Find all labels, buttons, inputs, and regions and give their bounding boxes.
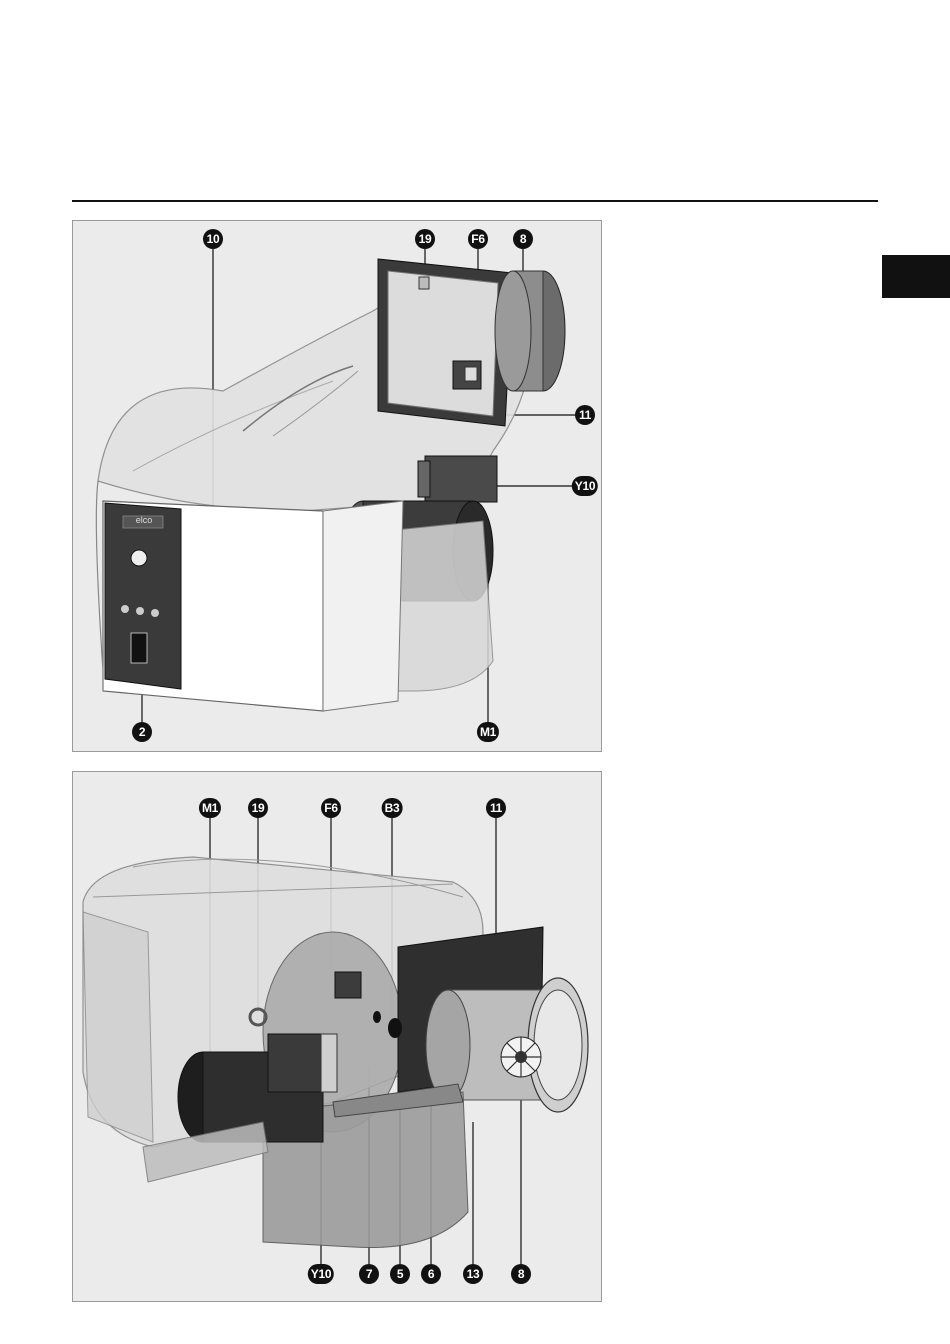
burner-rear-view-figure: M1 19 F6 B3 11 Y10 7 5 6 13 8 [72, 771, 602, 1302]
burner-front-view-figure: elco 10 19 F6 8 11 Y10 2 M1 [72, 220, 602, 752]
callout-6: 6 [421, 1264, 441, 1284]
callout-m1: M1 [199, 798, 221, 818]
callout-y10: Y10 [308, 1264, 334, 1284]
callout-10: 10 [203, 229, 223, 249]
brand-logo: elco [126, 515, 162, 525]
callout-y10: Y10 [572, 476, 598, 496]
callout-5: 5 [390, 1264, 410, 1284]
callout-f6: F6 [321, 798, 341, 818]
callout-19: 19 [248, 798, 268, 818]
chapter-tab-marker [882, 255, 950, 298]
burner-front-illustration [73, 221, 602, 752]
burner-rear-illustration [73, 772, 602, 1302]
callout-m1: M1 [477, 722, 499, 742]
callout-8: 8 [513, 229, 533, 249]
callout-8: 8 [511, 1264, 531, 1284]
callout-b3: B3 [382, 798, 403, 818]
actuator-body [425, 456, 497, 502]
callout-7: 7 [359, 1264, 379, 1284]
callout-2: 2 [132, 722, 152, 742]
callout-13: 13 [463, 1264, 483, 1284]
callout-f6: F6 [468, 229, 488, 249]
callout-11: 11 [575, 405, 595, 425]
callout-19: 19 [415, 229, 435, 249]
callout-11: 11 [486, 798, 506, 818]
header-rule [72, 200, 878, 202]
